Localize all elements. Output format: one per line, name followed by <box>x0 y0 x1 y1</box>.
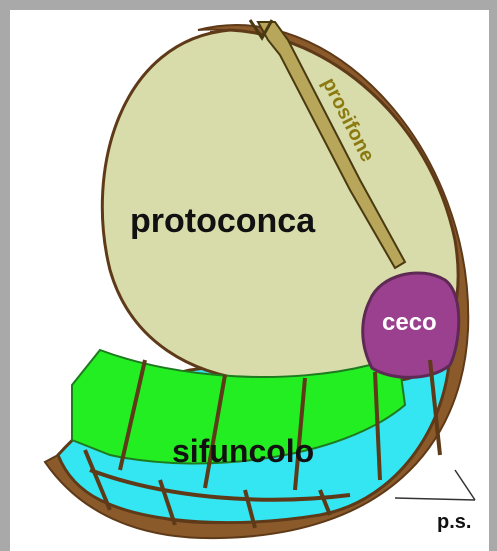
ps-leader-lines <box>395 470 475 500</box>
label-ps: p.s. <box>437 511 471 533</box>
label-ceco: ceco <box>382 309 437 336</box>
label-sifuncolo: sifuncolo <box>172 433 314 469</box>
label-protoconca: protoconca <box>130 202 316 240</box>
